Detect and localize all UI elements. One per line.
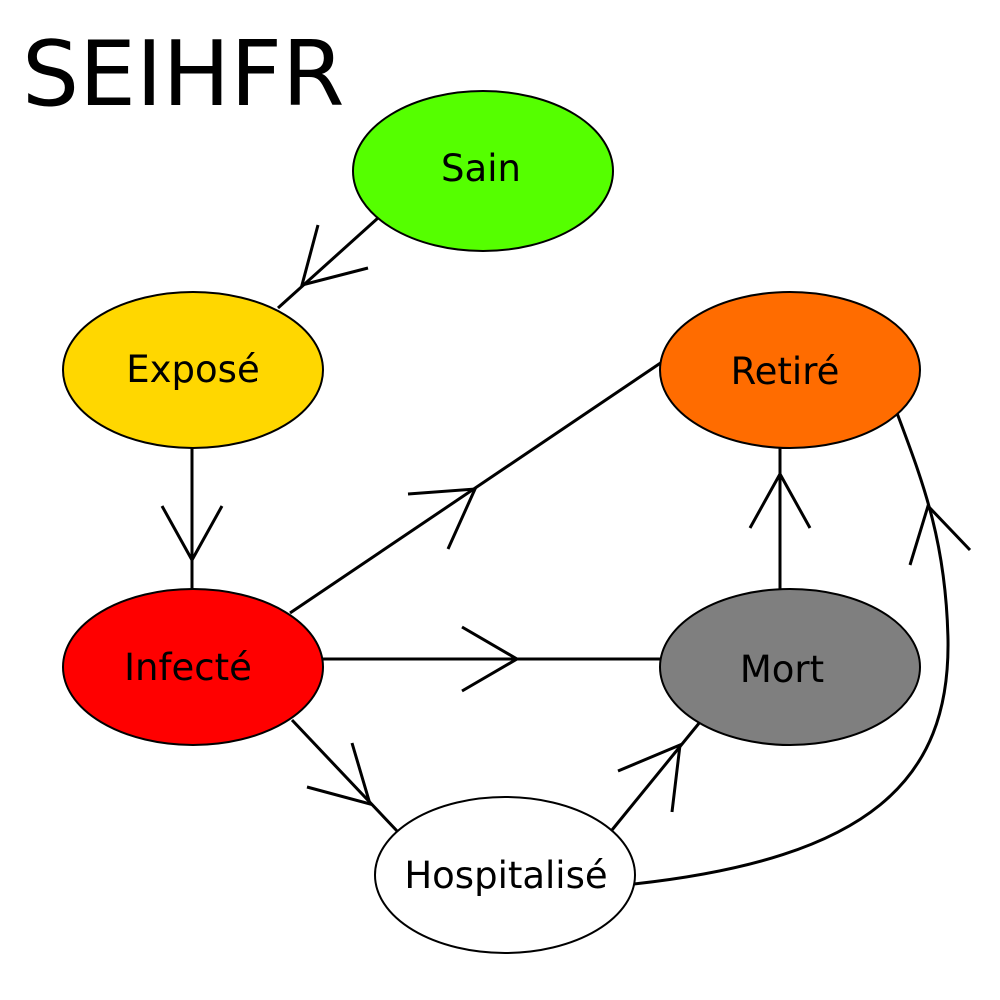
node-retire-shape xyxy=(659,291,921,449)
node-infecte-shape xyxy=(62,588,324,746)
node-expose-label: Exposé xyxy=(126,348,259,391)
node-infecte: Infecté xyxy=(62,588,324,746)
node-sain-shape xyxy=(352,90,614,252)
arrowhead-infecte-retire xyxy=(407,487,478,550)
arrowhead-infecte-mort xyxy=(461,625,520,693)
edges xyxy=(160,216,972,886)
arrowhead-infecte-hospitalise xyxy=(306,742,373,807)
edge-hospitalise-retire xyxy=(633,412,950,886)
edge-sain-expose xyxy=(276,216,380,310)
node-sain-label: Sain xyxy=(441,147,521,190)
arrowhead-hospitalise-retire xyxy=(908,503,972,566)
node-expose: Exposé xyxy=(62,291,324,449)
edge-hospitalise-mort xyxy=(610,721,702,831)
node-infecte-label: Infecté xyxy=(124,646,252,689)
node-mort: Mort xyxy=(659,588,921,746)
node-hospitalise-shape xyxy=(374,796,636,954)
arrowhead-sain-expose xyxy=(299,224,369,288)
arrowhead-hospitalise-mort xyxy=(617,742,682,813)
node-expose-shape xyxy=(62,291,324,449)
node-mort-label: Mort xyxy=(740,648,824,691)
node-hospitalise-label: Hospitalisé xyxy=(404,854,607,897)
node-retire-label: Retiré xyxy=(731,350,840,393)
edge-infecte-hospitalise xyxy=(290,718,400,834)
node-mort-shape xyxy=(659,588,921,746)
node-hospitalise: Hospitalisé xyxy=(374,796,636,954)
node-retire: Retiré xyxy=(659,291,921,449)
node-sain: Sain xyxy=(352,90,614,252)
arrowhead-mort-retire xyxy=(748,470,812,529)
arrowhead-expose-infecte xyxy=(160,505,224,564)
diagram-title: SEIHFR xyxy=(22,22,345,127)
